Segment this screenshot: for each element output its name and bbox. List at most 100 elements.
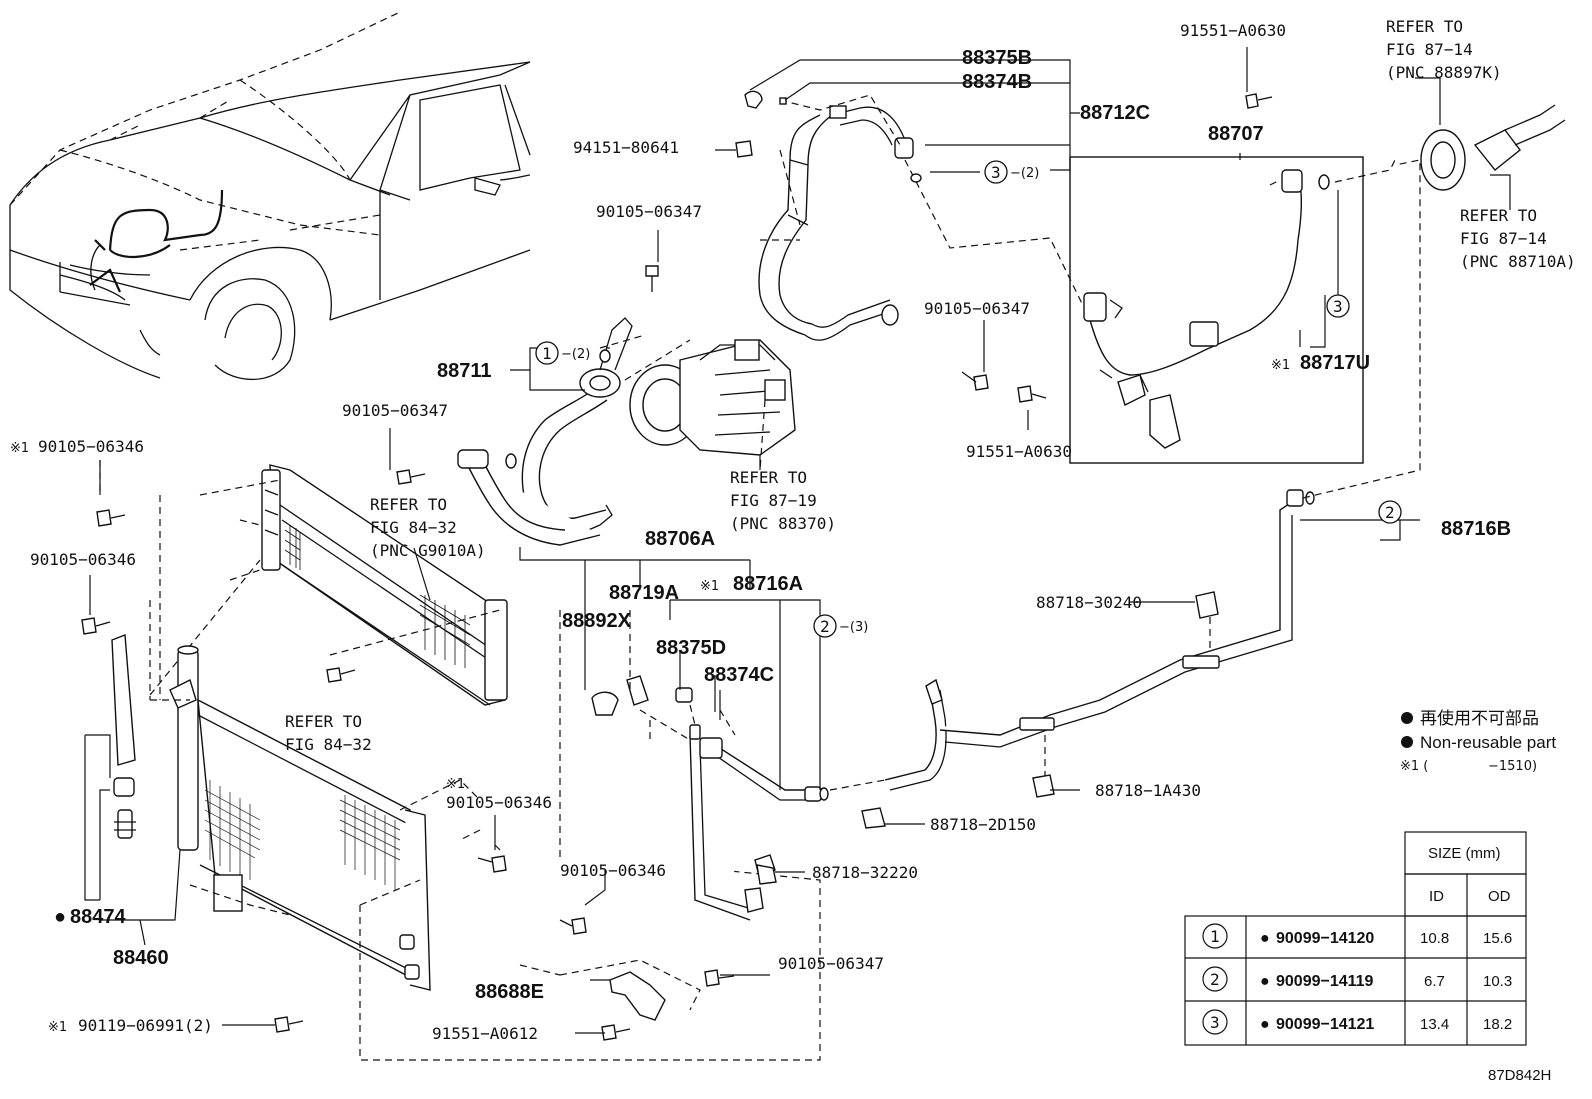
reference-notes: REFER TO FIG 87−14 (PNC 88897K) REFER TO… xyxy=(285,17,1576,754)
circle-mark-1-88711 xyxy=(535,341,559,365)
size-table: SIZE (mm) ID OD 1 ● 90099−14120 10.8 15.… xyxy=(1184,831,1527,1046)
ref-lower-line1: REFER TO xyxy=(285,712,362,731)
ref-radiator-line3: (PNC G9010A) xyxy=(370,541,486,560)
non-reusable-dot-88474: ● xyxy=(54,906,66,928)
circle-mark-2-88716A-qty: −(3) xyxy=(839,620,868,635)
size-row-2-dot: ● xyxy=(1260,973,1270,990)
ref-88897K-line2: FIG 87−14 xyxy=(1386,40,1473,59)
star-note-90119-06991: ※1 xyxy=(48,1020,67,1035)
callout-88374B[interactable]: 88374B xyxy=(962,71,1032,93)
part-callouts: 88375B 88374B 88712C 91551−A0630 94151−8… xyxy=(10,21,1511,1043)
ref-radiator-line1: REFER TO xyxy=(370,495,447,514)
ref-88897K-line1: REFER TO xyxy=(1386,17,1463,36)
circle-mark-1-88711-num: 1 xyxy=(542,344,552,363)
callout-88707[interactable]: 88707 xyxy=(1208,123,1264,145)
circle-mark-3-88712C-qty: −(2) xyxy=(1010,166,1039,181)
callout-88719A[interactable]: 88719A xyxy=(609,582,679,604)
callout-90105-06347-a[interactable]: 90105−06347 xyxy=(596,202,702,221)
pipe-88716B xyxy=(884,159,1421,791)
ref-88710A-line2: FIG 87−14 xyxy=(1460,229,1547,248)
ref-compressor-line1: REFER TO xyxy=(730,468,807,487)
circle-mark-2-88716B-num: 2 xyxy=(1385,503,1395,522)
dryer-88474 xyxy=(111,634,136,839)
radiator-assembly xyxy=(149,464,508,706)
callout-94151-80641[interactable]: 94151−80641 xyxy=(573,138,679,157)
star-note-90105-06346-c: ※1 xyxy=(446,777,465,792)
size-row-3-dot: ● xyxy=(1260,1016,1270,1033)
size-table-id-header: ID xyxy=(1429,888,1444,905)
condenser-88460 xyxy=(150,645,821,1061)
size-row-2-od: 10.3 xyxy=(1483,973,1512,990)
callout-90105-06346-d[interactable]: 90105−06346 xyxy=(560,861,666,880)
callout-90105-06346-b[interactable]: 90105−06346 xyxy=(30,550,136,569)
callout-90105-06346-c[interactable]: 90105−06346 xyxy=(446,793,552,812)
callout-90105-06347-d[interactable]: 90105−06347 xyxy=(778,954,884,973)
callout-90105-06347-c[interactable]: 90105−06347 xyxy=(342,401,448,420)
size-row-1-dot: ● xyxy=(1260,930,1270,947)
callout-88892X[interactable]: 88892X xyxy=(562,610,632,632)
callout-88717U[interactable]: 88717U xyxy=(1300,352,1370,374)
compressor xyxy=(629,339,796,471)
callout-88718-32220[interactable]: 88718−32220 xyxy=(812,863,918,882)
size-row-3-od: 18.2 xyxy=(1483,1016,1512,1033)
ref-compressor-line3: (PNC 88370) xyxy=(730,514,836,533)
callout-88375B[interactable]: 88375B xyxy=(962,47,1032,69)
callout-88718-30240[interactable]: 88718−30240 xyxy=(1036,593,1142,612)
star-note-90105-06346-a: ※1 xyxy=(10,441,29,456)
legend-en: Non-reusable part xyxy=(1420,733,1556,752)
ref-88710A-line3: (PNC 88710A) xyxy=(1460,252,1576,271)
circle-mark-3-88717U-num: 3 xyxy=(1333,297,1343,316)
callout-88460[interactable]: 88460 xyxy=(113,947,169,969)
callout-88374C[interactable]: 88374C xyxy=(704,664,774,686)
star-note-88717U: ※1 xyxy=(1271,358,1290,373)
circle-mark-2-88716A xyxy=(813,614,837,638)
callout-91551-A0630-top[interactable]: 91551−A0630 xyxy=(1180,21,1286,40)
fittings xyxy=(81,90,1566,1041)
legend-jp: 再使用不可部品 xyxy=(1420,708,1539,728)
leader-lines xyxy=(84,47,1511,1034)
legend-star-prefix: ※1 ( xyxy=(1400,759,1428,774)
callout-88716A[interactable]: 88716A xyxy=(733,573,803,595)
callout-88706A[interactable]: 88706A xyxy=(645,528,715,550)
callout-88375D[interactable]: 88375D xyxy=(656,637,726,659)
size-row-1-od: 15.6 xyxy=(1483,930,1512,947)
size-table-od-header: OD xyxy=(1488,888,1511,905)
size-table-header: SIZE (mm) xyxy=(1428,845,1501,862)
size-row-3-part[interactable]: 90099−14121 xyxy=(1276,1016,1374,1033)
circle-mark-3-88717U xyxy=(1326,294,1350,318)
callout-91551-A0630-mid[interactable]: 91551−A0630 xyxy=(966,442,1072,461)
callout-90105-06347-b[interactable]: 90105−06347 xyxy=(924,299,1030,318)
ref-radiator-line2: FIG 84−32 xyxy=(370,518,457,537)
callout-91551-A0612[interactable]: 91551−A0612 xyxy=(432,1024,538,1043)
callout-88718-2D150[interactable]: 88718−2D150 xyxy=(930,815,1036,834)
star-note-88716A: ※1 xyxy=(700,579,719,594)
size-row-2-part[interactable]: 90099−14119 xyxy=(1276,973,1374,990)
callout-88716B[interactable]: 88716B xyxy=(1441,518,1511,540)
callout-88711[interactable]: 88711 xyxy=(437,360,492,382)
size-row-1-part[interactable]: 90099−14120 xyxy=(1276,930,1374,947)
ref-compressor-line2: FIG 87−19 xyxy=(730,491,817,510)
size-row-1-mark: 1 xyxy=(1210,927,1220,946)
size-row-2-id: 6.7 xyxy=(1424,973,1445,990)
size-row-1-id: 10.8 xyxy=(1420,930,1449,947)
hose-88711 xyxy=(457,317,691,546)
ref-lower-line2: FIG 84−32 xyxy=(285,735,372,754)
size-row-2-mark: 2 xyxy=(1210,970,1220,989)
callout-88688E[interactable]: 88688E xyxy=(475,981,544,1003)
ref-88897K-line3: (PNC 88897K) xyxy=(1386,63,1502,82)
callout-90105-06346-a[interactable]: 90105−06346 xyxy=(38,437,144,456)
vehicle-illustration xyxy=(9,11,531,381)
callout-88718-1A430[interactable]: 88718−1A430 xyxy=(1095,781,1201,800)
diagram-id: 87D842H xyxy=(1488,1067,1551,1084)
callout-88712C[interactable]: 88712C xyxy=(1080,102,1150,124)
circle-mark-2-88716A-num: 2 xyxy=(820,617,830,636)
box-88707 xyxy=(1069,156,1396,464)
o-ring-marks: 1 −(2) 3 −(2) 3 2 2 −(3) xyxy=(535,160,1402,638)
circle-mark-3-88712C xyxy=(984,160,1008,184)
callout-90119-06991[interactable]: 90119−06991(2) xyxy=(78,1016,213,1035)
circle-mark-1-88711-qty: −(2) xyxy=(561,347,590,362)
callout-88474[interactable]: 88474 xyxy=(70,906,126,928)
size-row-3-id: 13.4 xyxy=(1420,1016,1449,1033)
